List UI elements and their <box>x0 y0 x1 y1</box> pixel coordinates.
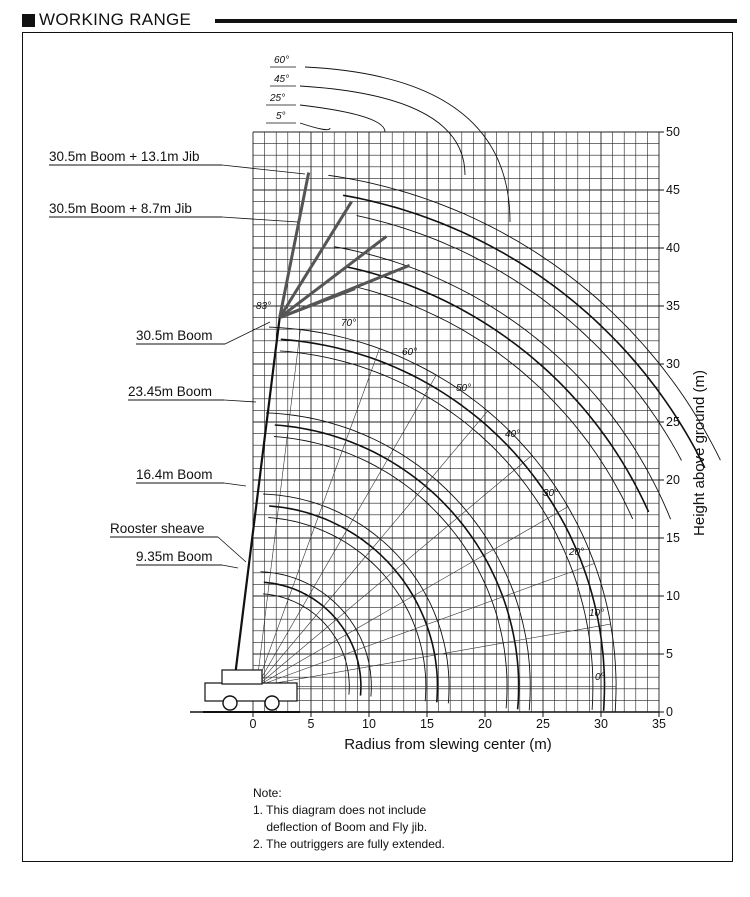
jib-offset-arc <box>299 122 331 131</box>
label-boom-23: 23.45m Boom <box>128 384 212 399</box>
x-tick: 35 <box>652 717 666 731</box>
range-curve <box>274 424 520 710</box>
section-title: WORKING RANGE <box>39 10 192 29</box>
label-boom-jib-8: 30.5m Boom + 8.7m Jib <box>49 201 192 216</box>
y-tick: 50 <box>666 125 680 139</box>
jib-offset-label: 5° <box>276 111 286 122</box>
y-tick: 20 <box>666 473 680 487</box>
note-line: 1. This diagram does not include <box>253 803 427 817</box>
jib-offset-label: 25° <box>269 93 285 104</box>
boom-angle-ray <box>256 348 380 687</box>
boom-angle-label: 70° <box>341 318 356 329</box>
y-tick: 45 <box>666 183 680 197</box>
header-rule <box>215 19 737 23</box>
main-boom <box>234 317 281 672</box>
range-curve <box>356 215 682 461</box>
boom-angle-ray <box>256 410 488 687</box>
boom-angle-label: 60° <box>402 347 417 358</box>
range-curve <box>279 350 594 710</box>
note-line: 2. The outriggers are fully extended. <box>253 837 445 851</box>
boom-angle-ray <box>256 623 611 687</box>
x-tick: 15 <box>420 717 434 731</box>
boom-angle-ray <box>256 506 569 687</box>
x-tick: 30 <box>594 717 608 731</box>
boom-angle-label: 10° <box>589 608 604 619</box>
label-boom-30: 30.5m Boom <box>136 328 213 343</box>
jib-line <box>279 287 356 320</box>
section-header: WORKING RANGE <box>22 10 737 34</box>
header-square-icon <box>22 14 35 27</box>
diagram-frame <box>22 32 733 862</box>
range-curve <box>342 194 706 469</box>
crane-carrier <box>204 682 298 702</box>
range-curve <box>260 571 372 697</box>
jib-offset-label: 45° <box>274 74 289 85</box>
range-curve <box>280 338 606 711</box>
boom-lines <box>234 66 617 687</box>
boom-angle-label: 20° <box>568 547 584 558</box>
x-tick-labels: 0 5 10 15 20 25 30 35 <box>250 717 666 731</box>
range-curve <box>345 265 650 513</box>
y-axis-label: Height above ground (m) <box>691 370 708 536</box>
range-curve <box>263 493 450 704</box>
range-curve <box>268 517 427 702</box>
boom-angle-label: 0° <box>595 672 605 683</box>
y-tick-labels: 0 5 10 15 20 25 30 35 40 45 50 <box>666 125 680 719</box>
jib-offset-arc <box>299 104 386 133</box>
range-curve <box>333 246 672 520</box>
y-tick: 30 <box>666 357 680 371</box>
range-curve <box>355 286 634 520</box>
boom-angle-label: 40° <box>505 429 520 440</box>
range-curve <box>273 436 508 709</box>
crane-cab <box>221 669 263 685</box>
crane-icon <box>203 669 300 713</box>
boom-angle-label: 50° <box>456 383 471 394</box>
boom-angle-ray <box>256 374 437 687</box>
boom-angle-ray <box>256 329 301 687</box>
y-tick: 0 <box>666 705 673 719</box>
label-boom-jib-13: 30.5m Boom + 13.1m Jib <box>49 149 199 164</box>
range-curve <box>265 412 531 711</box>
grid <box>190 131 664 717</box>
boom-angle-ray <box>256 455 533 687</box>
jib-line <box>278 200 353 319</box>
jib-offset-label: 60° <box>274 55 289 66</box>
y-tick: 10 <box>666 589 680 603</box>
x-tick: 20 <box>478 717 492 731</box>
note-block: Note: 1. This diagram does not include d… <box>253 785 445 853</box>
x-axis-label: Radius from slewing center (m) <box>344 736 552 753</box>
label-boom-16: 16.4m Boom <box>136 467 213 482</box>
x-tick: 5 <box>308 717 315 731</box>
note-heading: Note: <box>253 786 282 800</box>
note-line: deflection of Boom and Fly jib. <box>253 820 428 834</box>
wheel-icon <box>222 695 238 711</box>
boom-labels: 30.5m Boom + 13.1m Jib 30.5m Boom + 8.7m… <box>49 149 306 569</box>
boom-angle-ray <box>256 563 595 687</box>
x-tick: 10 <box>362 717 376 731</box>
range-curve <box>269 505 439 703</box>
jib-offset-arc <box>304 66 511 223</box>
jib-line <box>278 235 388 319</box>
y-tick: 25 <box>666 415 680 429</box>
y-tick: 35 <box>666 299 680 313</box>
y-tick: 5 <box>666 647 673 661</box>
range-curve <box>328 174 721 461</box>
y-tick: 15 <box>666 531 680 545</box>
x-tick: 25 <box>536 717 550 731</box>
jib-line <box>278 172 311 318</box>
y-tick: 40 <box>666 241 680 255</box>
jib-offset-labels: 60° 45° 25° 5° <box>266 55 296 124</box>
boom-angle-labels: 83° 70° 60° 50° 40° 30° 20° 10° 0° <box>256 301 605 683</box>
wheel-icon <box>264 695 280 711</box>
range-curves <box>260 174 721 712</box>
label-boom-9: 9.35m Boom <box>136 549 213 564</box>
boom-angle-label: 83° <box>256 301 271 312</box>
x-tick: 0 <box>250 717 257 731</box>
jib-offset-arc <box>299 85 466 176</box>
boom-angle-label: 30° <box>543 488 558 499</box>
range-curve <box>268 326 617 712</box>
label-rooster-sheave: Rooster sheave <box>110 521 205 536</box>
